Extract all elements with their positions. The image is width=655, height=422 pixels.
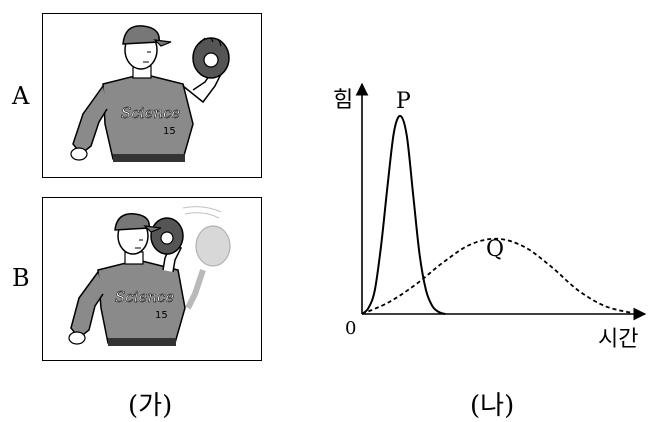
ghost-glove-icon: [182, 206, 231, 310]
curve-p-label: P: [396, 89, 411, 114]
jersey-text-b: Science: [115, 288, 174, 306]
curve-q-line: [361, 237, 633, 315]
curve-p-line: [361, 114, 446, 315]
caption-na: (나): [470, 391, 515, 421]
panel-b-illustration: Science 15: [42, 197, 262, 361]
origin-label: 0: [345, 318, 356, 339]
jersey-text-a: Science: [121, 104, 180, 122]
panel-b-label: B: [12, 264, 30, 292]
panel-a-illustration: Science 15: [42, 13, 262, 178]
jersey-number-b: 15: [155, 310, 168, 321]
panel-a-label: A: [12, 82, 30, 110]
caption-ga: (가): [128, 391, 173, 421]
glove-icon: [150, 217, 184, 255]
curve-q-label: Q: [486, 237, 504, 262]
jersey-number-a: 15: [163, 126, 176, 137]
y-axis-label: 힘: [333, 88, 353, 113]
glove-icon: [192, 37, 230, 79]
baseball-player-b: Science 15: [68, 206, 231, 346]
baseball-player-a: Science 15: [70, 25, 230, 162]
x-axis-label: 시간: [598, 327, 638, 352]
